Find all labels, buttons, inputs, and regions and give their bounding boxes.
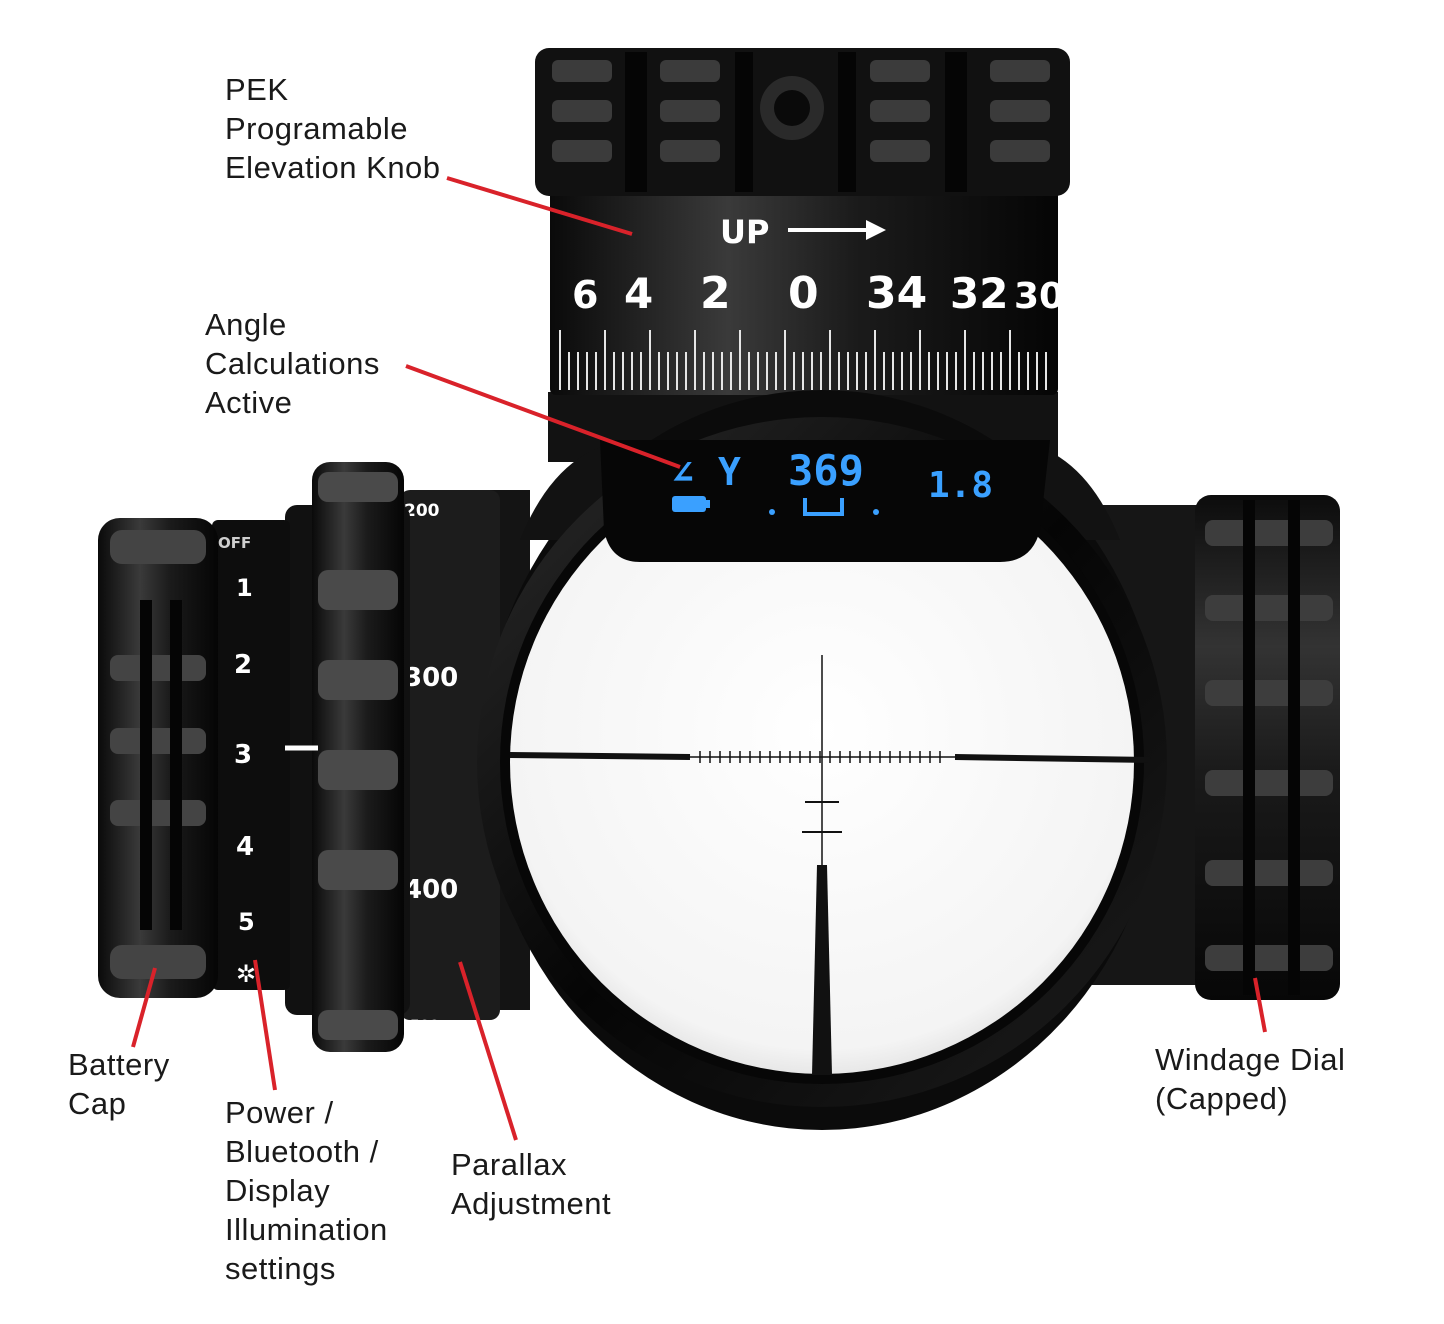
leader-windage xyxy=(1253,977,1267,1033)
eyepiece: ∠ Y 369 1.8 xyxy=(477,390,1167,1130)
callout-windage: Windage Dial (Capped) xyxy=(1155,1040,1345,1118)
range-readout: 369 xyxy=(788,446,864,495)
power-position: 4 xyxy=(236,832,254,862)
battery-cap xyxy=(98,518,218,998)
elevation-scale-number: 0 xyxy=(788,268,819,319)
power-position: OFF xyxy=(218,534,251,552)
battery-icon xyxy=(672,496,706,512)
callout-line: Battery xyxy=(68,1047,170,1082)
windage-dial xyxy=(1080,495,1340,1000)
level-indicator-icon xyxy=(803,498,844,516)
reticle xyxy=(509,655,1151,1075)
callout-line: Display xyxy=(225,1173,331,1208)
callout-line: Bluetooth / xyxy=(225,1134,379,1169)
elevation-scale-number: 32 xyxy=(950,269,1008,318)
callout-line: Adjustment xyxy=(451,1186,612,1221)
parallax-mark: 500 xyxy=(410,1018,439,1034)
power-position: 1 xyxy=(236,574,253,602)
power-selector xyxy=(212,520,290,990)
callout-line: (Capped) xyxy=(1155,1081,1289,1116)
elevation-cap-grooves xyxy=(625,52,967,192)
callout-line: settings xyxy=(225,1251,336,1286)
parallax-mark: 400 xyxy=(404,875,458,905)
elevation-tick-marks xyxy=(559,330,1047,390)
callout-line: Illumination xyxy=(225,1212,388,1247)
power-grip-lugs xyxy=(318,472,398,1040)
callout-angle: Angle Calculations Active xyxy=(205,305,380,422)
leader-pek xyxy=(446,176,633,236)
callout-line: Active xyxy=(205,385,293,420)
parallax-mark: 200 xyxy=(404,501,440,521)
callout-line: Elevation Knob xyxy=(225,150,441,185)
callout-line: Angle xyxy=(205,307,287,342)
callout-parallax: Parallax Adjustment xyxy=(451,1145,611,1223)
windage-grooves xyxy=(1243,500,1300,995)
elevation-scale-numbers: 6 4 2 0 34 32 30 xyxy=(572,268,1064,319)
hud-display: ∠ Y 369 1.8 xyxy=(672,446,993,516)
elevation-scale-number: 30 xyxy=(1014,276,1064,317)
power-position: 3 xyxy=(234,740,252,770)
elevation-cap-grips xyxy=(552,60,1050,162)
leader-lines xyxy=(131,176,1267,1141)
power-position: 2 xyxy=(234,650,252,680)
power-position: 5 xyxy=(238,908,255,936)
illumination-icon: ✲ xyxy=(236,960,256,988)
elevation-scale-number: 34 xyxy=(866,268,927,319)
windage-grips xyxy=(1205,520,1333,971)
leader-battery xyxy=(131,967,157,1048)
callout-line: Calculations xyxy=(205,346,380,381)
callout-line: Cap xyxy=(68,1086,127,1121)
display-housing xyxy=(600,440,1050,562)
left-turret: 200 300 400 500 OFF 1 2 3 4 5 ✲ xyxy=(98,462,530,1052)
elevation-scale-band xyxy=(550,190,1058,395)
callout-pek: PEK Programable Elevation Knob xyxy=(225,70,441,187)
up-label: UP xyxy=(720,213,769,251)
leader-parallax xyxy=(458,961,518,1141)
unit-label: Y xyxy=(718,450,741,494)
leader-power xyxy=(253,959,277,1091)
angle-icon: ∠ xyxy=(672,453,694,494)
parallax-mark: 300 xyxy=(404,663,458,693)
elevation-scale-number: 2 xyxy=(700,268,731,319)
callout-line: Programable xyxy=(225,111,408,146)
elevation-knob: UP 6 4 2 0 34 32 30 xyxy=(535,48,1070,462)
callout-line: PEK xyxy=(225,72,289,107)
elevation-scale-number: 4 xyxy=(624,269,653,318)
leader-angle xyxy=(405,364,681,469)
windage-cap xyxy=(1195,495,1340,1000)
callout-line: Power / xyxy=(225,1095,334,1130)
elevation-scale-number: 6 xyxy=(572,273,598,317)
value-readout: 1.8 xyxy=(928,465,993,506)
callout-power: Power / Bluetooth / Display Illumination… xyxy=(225,1093,388,1288)
callout-line: Parallax xyxy=(451,1147,567,1182)
callout-battery: Battery Cap xyxy=(68,1045,170,1123)
callout-line: Windage Dial xyxy=(1155,1042,1346,1077)
parallax-marks: 200 300 400 500 xyxy=(404,501,458,1034)
parallax-dial xyxy=(400,490,500,1020)
power-positions: OFF 1 2 3 4 5 ✲ xyxy=(218,534,256,988)
